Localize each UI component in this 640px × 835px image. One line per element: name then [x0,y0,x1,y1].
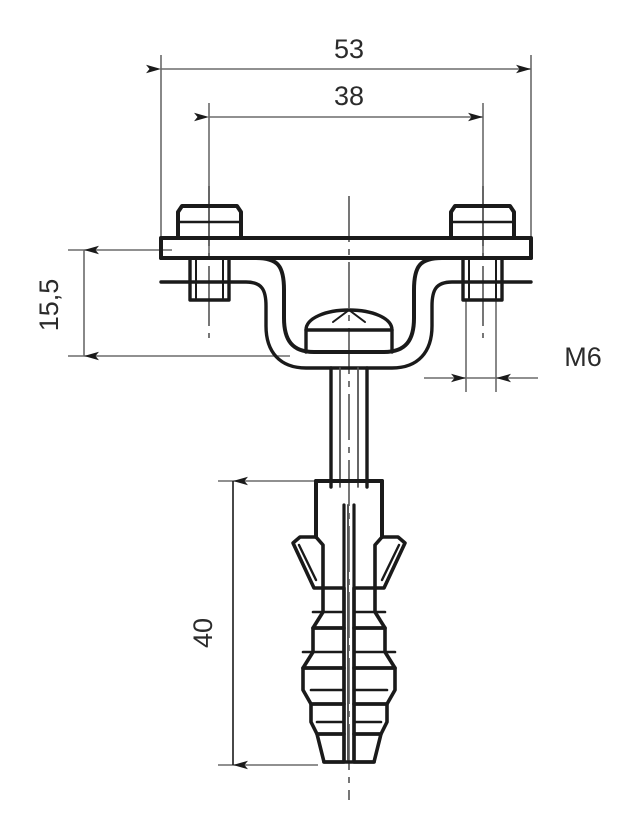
dimension-label-53: 53 [334,34,364,64]
threaded-shaft [329,366,369,489]
dimension-bolt-spacing: 38 [194,81,484,258]
plug-barbs [301,586,397,736]
dimension-label-40: 40 [188,618,218,648]
dimension-label-38: 38 [334,81,364,111]
left-bolt [176,204,243,302]
dimension-overall-width: 53 [146,34,532,252]
dimension-label-15-5: 15,5 [34,279,64,332]
plug-tip [315,732,383,764]
dimension-thread-size: M6 [424,300,602,392]
dimension-bracket-height: 15,5 [34,245,290,361]
plug-wings [291,535,407,590]
bracket-assembly [159,204,533,764]
dimension-label-m6: M6 [564,342,602,372]
mounting-plate [159,236,533,260]
anchor-plug [291,479,407,764]
right-bolt [449,204,516,302]
dimension-plug-length: 40 [188,476,318,770]
center-dome-nut [304,308,394,354]
saddle-body [159,256,533,370]
centerlines [208,186,484,800]
